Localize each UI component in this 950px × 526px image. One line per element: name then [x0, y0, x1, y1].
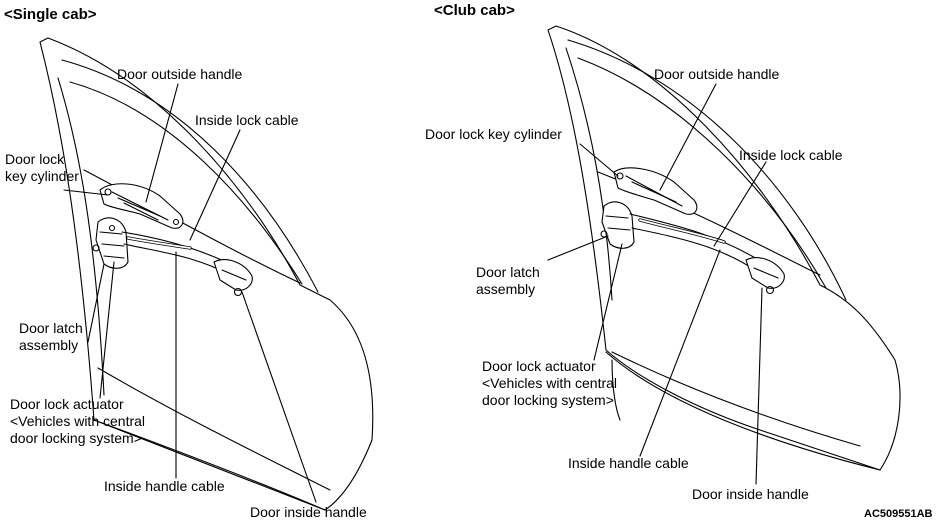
club-latch-assembly	[600, 201, 635, 249]
club-inside-handle	[745, 257, 785, 295]
single-inside-handle	[213, 259, 253, 297]
single-door-bottom	[93, 419, 326, 511]
club-door-bottom	[605, 351, 881, 471]
single-label-door-outside-handle: Door outside handle	[117, 66, 243, 82]
single-leader-lines	[63, 83, 317, 503]
club-leader-lines	[547, 83, 767, 485]
single-inside-handle-cable-rod	[123, 243, 233, 277]
single-door-frame-inner-1	[57, 77, 105, 396]
club-door-lower-line	[611, 359, 621, 421]
single-label-door-latch-assembly: Door latch assembly	[19, 320, 83, 353]
club-label-door-inside-handle: Door inside handle	[692, 486, 809, 502]
single-door-belt-line	[97, 367, 331, 491]
club-inside-handle-cable-rod	[631, 227, 759, 273]
club-label-door-latch-assembly: Door latch assembly	[476, 264, 540, 297]
single-latch-assembly	[92, 217, 129, 269]
club-door-frame-inner-2	[577, 57, 827, 289]
single-label-inside-handle-cable: Inside handle cable	[104, 478, 225, 494]
club-door-frame-inner-3	[567, 39, 847, 301]
club-cab-door-drawing	[547, 25, 901, 485]
single-label-door-lock-actuator: Door lock actuator <Vehicles with centra…	[10, 396, 146, 446]
club-label-door-lock-actuator: Door lock actuator <Vehicles with centra…	[482, 358, 618, 408]
single-cab-door-drawing	[39, 37, 374, 511]
club-cab-heading: <Club cab>	[434, 2, 515, 19]
single-door-frame-inner-3	[61, 59, 319, 293]
single-door-frame-inner-2	[69, 81, 303, 285]
single-outside-handle	[99, 183, 184, 229]
single-cab-heading: <Single cab>	[4, 6, 97, 23]
single-door-frame-outer	[39, 37, 374, 511]
club-label-inside-handle-cable: Inside handle cable	[568, 455, 689, 471]
club-label-door-outside-handle: Door outside handle	[654, 66, 780, 82]
club-inside-lock-cable-rod	[629, 213, 763, 263]
club-door-frame-inner-1	[565, 47, 613, 301]
club-outside-handle	[613, 167, 698, 215]
club-label-inside-lock-cable: Inside lock cable	[739, 147, 843, 163]
figure-code: AC509551AB	[864, 508, 933, 520]
single-label-door-inside-handle: Door inside handle	[250, 504, 367, 520]
club-door-belt-line	[611, 351, 861, 447]
single-label-door-lock-key-cylinder: Door lock key cylinder	[5, 151, 79, 184]
club-label-door-lock-key-cylinder: Door lock key cylinder	[425, 126, 562, 142]
single-label-inside-lock-cable: Inside lock cable	[195, 112, 299, 128]
